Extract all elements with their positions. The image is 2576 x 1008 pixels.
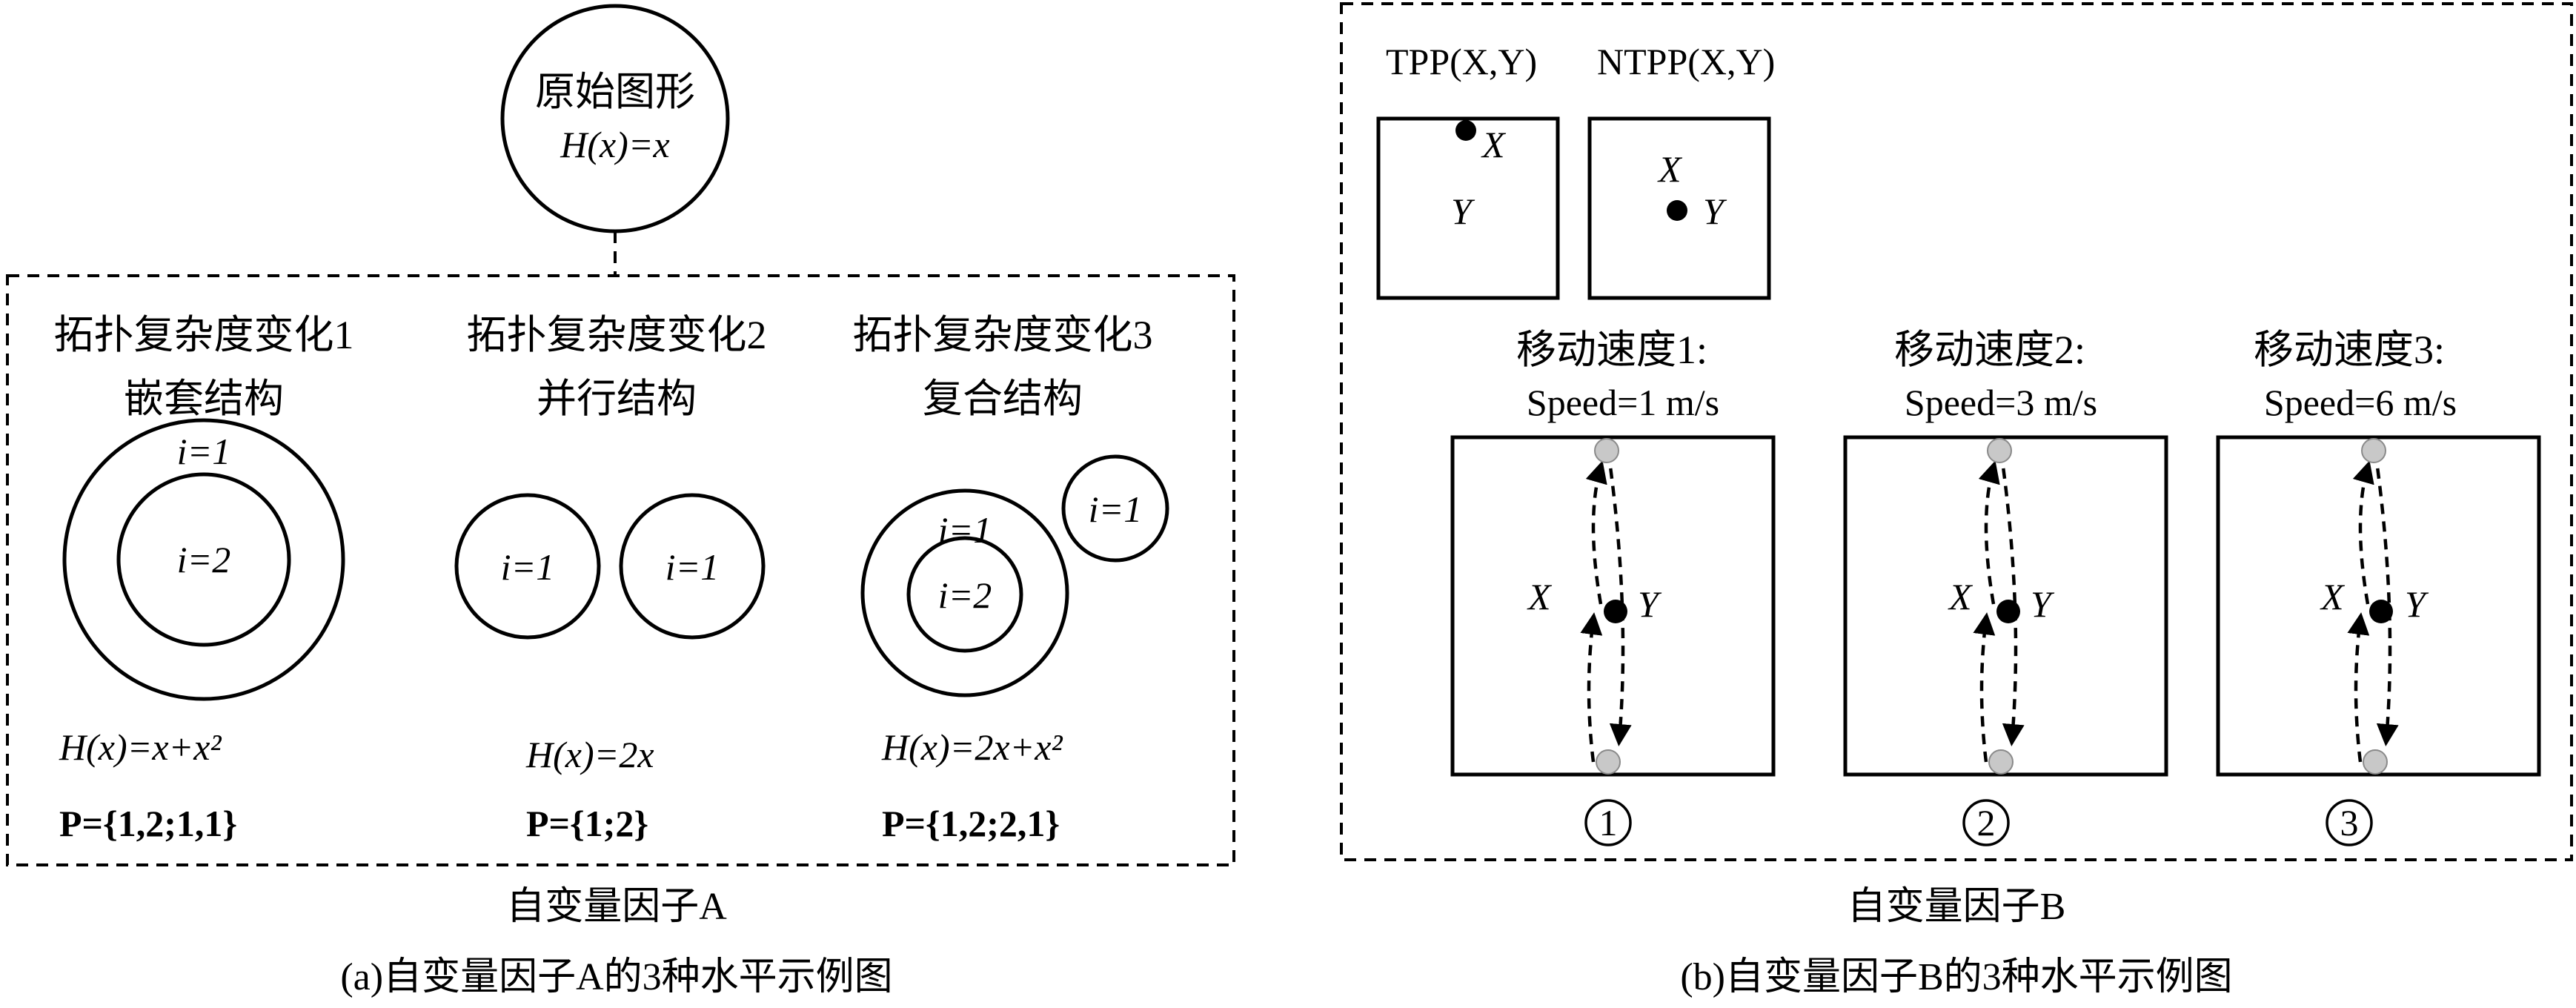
speed-3-end-point <box>2361 438 2386 463</box>
speed-2-up-arrow-lower <box>1973 612 1996 763</box>
tpp-box <box>1376 116 1560 300</box>
level-2: 拓扑复杂度变化2 并行结构 i=1 i=1 H(x)=2x P={1;2} <box>454 313 767 844</box>
factor-a-label: 自变量因子A <box>506 886 727 928</box>
caption-a: (a)自变量因子A的3种水平示例图 <box>340 956 892 998</box>
right-circle-label: i=1 <box>665 546 720 588</box>
level-2-formula: H(x)=2x <box>525 734 654 775</box>
speed-2-down-arrow <box>1999 450 2025 746</box>
level-1-formula: H(x)=x+x² <box>59 726 222 768</box>
speed-1-box <box>1450 435 1776 777</box>
level-2-subtitle: 并行结构 <box>537 377 697 421</box>
speed-1-value: Speed=1 m/s <box>1527 382 1719 423</box>
speed-3-value: Speed=6 m/s <box>2264 382 2457 423</box>
level-2-title: 拓扑复杂度变化2 <box>467 313 767 357</box>
ntpp-label-y: Y <box>1703 190 1727 232</box>
speed-1-label-x: X <box>1527 576 1553 617</box>
speed-2-moving-point <box>1996 600 2020 623</box>
level-1-subtitle: 嵌套结构 <box>124 377 284 421</box>
level-3-formula: H(x)=2x+x² <box>881 726 1063 768</box>
level-3-p: P={1,2;2,1} <box>882 803 1060 844</box>
level-group-box-b <box>1340 2 2573 861</box>
inner-circle <box>116 472 291 647</box>
speed-2-value: Speed=3 m/s <box>1905 382 2097 423</box>
speed-3-moving-point <box>2369 600 2393 623</box>
root-circle <box>500 4 730 233</box>
speed-2-box <box>1843 435 2168 777</box>
factor-b-label: 自变量因子B <box>1848 886 2066 928</box>
level-3-subtitle: 复合结构 <box>923 377 1083 421</box>
tpp-title: TPP(X,Y) <box>1386 41 1537 82</box>
inner-circle-label: i=2 <box>938 574 992 616</box>
panel-b: TPP(X,Y) X Y NTPP(X,Y) X Y 移动速度1: Speed=… <box>1340 2 2573 998</box>
speed-3-label-y: Y <box>2405 583 2429 625</box>
left-circle <box>454 493 601 640</box>
speed-1-end-point <box>1594 438 1619 463</box>
speed-2-title: 移动速度2: <box>1894 328 2085 372</box>
panel-a: 原始图形 H(x)=x 拓扑复杂度变化1 嵌套结构 i=1 i=2 H(x)=x… <box>6 4 1235 998</box>
speed-1-start-point <box>1596 749 1621 775</box>
root-node: 原始图形 H(x)=x <box>500 4 730 233</box>
speed-1-down-arrow <box>1606 450 1632 746</box>
speed-1-moving-point <box>1604 600 1627 623</box>
speed-3-number-circle <box>2326 799 2373 846</box>
outer-circle-label: i=1 <box>938 509 992 551</box>
ntpp-title: NTPP(X,Y) <box>1597 41 1775 82</box>
level-1-p: P={1,2;1,1} <box>59 803 237 844</box>
separate-circle-label: i=1 <box>1089 488 1143 530</box>
inner-circle <box>906 536 1023 653</box>
left-circle-label: i=1 <box>501 546 555 588</box>
speed-2-end-point <box>1987 438 2012 463</box>
tpp-label-y: Y <box>1451 190 1475 232</box>
speed-level-3: 移动速度3: Speed=6 m/s X Y 3 <box>2216 328 2541 846</box>
level-3: 拓扑复杂度变化3 复合结构 i=1 i=2 i=1 H(x)=2x+x² P={… <box>853 313 1169 844</box>
speed-3-down-arrow <box>2373 450 2399 746</box>
tpp-label-x: X <box>1481 124 1507 165</box>
level-3-title: 拓扑复杂度变化3 <box>853 313 1153 357</box>
level-2-p: P={1;2} <box>526 803 648 844</box>
separate-circle <box>1061 454 1169 563</box>
speed-2-label-y: Y <box>2031 583 2055 625</box>
speed-2-number-circle <box>1962 799 2010 846</box>
speed-level-1: 移动速度1: Speed=1 m/s X Y 1 <box>1450 328 1776 846</box>
speed-level-2: 移动速度2: Speed=3 m/s X Y 2 <box>1843 328 2168 846</box>
speed-1-label-y: Y <box>1638 583 1662 625</box>
speed-2-start-point <box>1988 749 2014 775</box>
outer-circle <box>62 418 345 701</box>
level-1: 拓扑复杂度变化1 嵌套结构 i=1 i=2 H(x)=x+x² P={1,2;1… <box>54 313 354 844</box>
speed-2-up-arrow-upper <box>1978 460 2000 605</box>
root-formula: H(x)=x <box>560 124 670 165</box>
outer-circle-label: i=1 <box>177 431 231 472</box>
root-title: 原始图形 <box>535 70 695 114</box>
speed-1-title: 移动速度1: <box>1516 328 1707 372</box>
ntpp-relation: NTPP(X,Y) X Y <box>1587 41 1775 300</box>
ntpp-point <box>1667 200 1687 221</box>
level-group-box-a <box>6 274 1235 866</box>
tpp-relation: TPP(X,Y) X Y <box>1376 41 1560 300</box>
right-circle <box>619 493 766 640</box>
caption-b: (b)自变量因子B的3种水平示例图 <box>1680 956 2232 998</box>
speed-3-up-arrow-lower <box>2347 612 2370 763</box>
speed-2-label-x: X <box>1948 576 1974 617</box>
speed-3-number: 3 <box>2340 802 2359 843</box>
level-1-title: 拓扑复杂度变化1 <box>54 313 354 357</box>
speed-3-up-arrow-upper <box>2352 460 2374 605</box>
speed-1-number-circle <box>1584 799 1632 846</box>
ntpp-label-x: X <box>1657 148 1683 190</box>
speed-3-title: 移动速度3: <box>2254 328 2445 372</box>
speed-2-number: 2 <box>1977 802 1996 843</box>
speed-3-start-point <box>2363 749 2388 775</box>
speed-3-label-x: X <box>2320 576 2346 617</box>
speed-3-box <box>2216 435 2541 777</box>
tpp-point <box>1455 120 1476 141</box>
outer-circle <box>860 488 1069 697</box>
speed-1-up-arrow-upper <box>1585 460 1607 605</box>
speed-1-number: 1 <box>1599 802 1618 843</box>
inner-circle-label: i=2 <box>177 539 231 580</box>
speed-1-up-arrow-lower <box>1580 612 1603 763</box>
ntpp-box <box>1587 116 1771 300</box>
